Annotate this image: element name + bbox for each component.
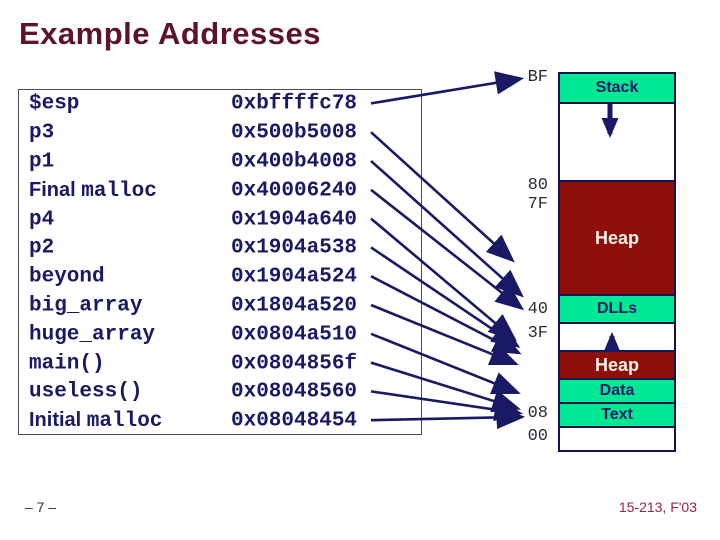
row-label-code-part: useless() bbox=[29, 380, 143, 404]
map-side-label: BF bbox=[527, 68, 548, 87]
row-label: main() bbox=[29, 352, 105, 375]
map-section-bottom bbox=[560, 426, 674, 450]
row-label: beyond bbox=[29, 266, 105, 289]
footer-course-label: 15-213, F'03 bbox=[618, 499, 697, 515]
row-address: 0x1804a520 bbox=[231, 294, 358, 318]
map-side-label: 7F bbox=[527, 195, 548, 214]
row-address: 0xbffffc78 bbox=[231, 92, 358, 116]
row-label: p3 bbox=[29, 122, 54, 145]
page-title: Example Addresses bbox=[19, 16, 322, 51]
row-label: p2 bbox=[29, 237, 54, 260]
row-label: $esp bbox=[29, 93, 79, 116]
table-row: beyond 0x1904a524 bbox=[19, 263, 421, 292]
row-label-code-part: big_array bbox=[29, 294, 143, 318]
map-section-label: Stack bbox=[595, 79, 639, 96]
row-label-code-part: main() bbox=[29, 352, 105, 376]
row-label: useless() bbox=[29, 381, 142, 404]
row-label: huge_array bbox=[29, 323, 155, 346]
row-address: 0x400b4008 bbox=[231, 150, 358, 174]
map-section-stack-growth bbox=[560, 102, 674, 180]
table-row: p1 0x400b4008 bbox=[19, 148, 421, 177]
map-section-label: Heap bbox=[594, 354, 639, 375]
row-address: 0x40006240 bbox=[231, 179, 358, 203]
map-section-stack: Stack bbox=[560, 74, 674, 102]
map-side-label: 40 bbox=[527, 300, 548, 319]
map-section-label: Data bbox=[599, 382, 635, 399]
row-label-code-part: malloc bbox=[86, 410, 163, 434]
footer-page-number: – 7 – bbox=[25, 499, 57, 515]
row-address: 0x500b5008 bbox=[231, 121, 358, 145]
row-label: big_array bbox=[29, 294, 142, 317]
row-label-code-part: p2 bbox=[29, 236, 55, 260]
row-label-code-part: p3 bbox=[29, 121, 55, 145]
map-section-text: Text bbox=[560, 402, 674, 426]
row-label-code-part: $esp bbox=[29, 92, 80, 116]
row-label-code-part: beyond bbox=[29, 265, 105, 289]
row-address: 0x0804856f bbox=[231, 352, 358, 376]
row-address: 0x1904a640 bbox=[231, 208, 358, 232]
map-side-label: 80 bbox=[527, 176, 548, 195]
row-label-plain-part: Final bbox=[29, 178, 82, 201]
row-label: Final malloc bbox=[29, 179, 157, 203]
row-address: 0x08048560 bbox=[231, 380, 358, 404]
table-row: main() 0x0804856f bbox=[19, 349, 421, 378]
table-row: $esp 0xbffffc78 bbox=[19, 90, 421, 119]
map-section-label: DLLs bbox=[597, 300, 637, 317]
row-label-code-part: p4 bbox=[29, 208, 55, 232]
row-address: 0x08048454 bbox=[231, 409, 358, 433]
table-row: useless() 0x08048560 bbox=[19, 378, 421, 407]
row-label: p4 bbox=[29, 208, 54, 231]
map-section-heap-lower: Heap bbox=[560, 350, 674, 378]
table-row: Initial malloc 0x08048454 bbox=[19, 407, 421, 436]
map-side-label: 3F bbox=[527, 324, 548, 343]
row-label-code-part: huge_array bbox=[29, 323, 156, 347]
table-row: p3 0x500b5008 bbox=[19, 119, 421, 148]
row-label-code-part: malloc bbox=[81, 179, 157, 203]
row-address: 0x1904a524 bbox=[231, 265, 358, 289]
row-address: 0x0804a510 bbox=[231, 323, 358, 347]
map-section-label: Heap bbox=[594, 227, 639, 248]
table-row: p4 0x1904a640 bbox=[19, 205, 421, 234]
row-address: 0x1904a538 bbox=[231, 236, 358, 260]
table-row: p2 0x1904a538 bbox=[19, 234, 421, 263]
table-row: big_array 0x1804a520 bbox=[19, 292, 421, 321]
row-label-code-part: p1 bbox=[29, 150, 55, 174]
map-side-label: 00 bbox=[527, 427, 548, 446]
table-row: Final malloc 0x40006240 bbox=[19, 176, 421, 205]
row-label: Initial malloc bbox=[29, 409, 162, 433]
map-section-label: Text bbox=[601, 406, 633, 423]
map-section-heap-growth bbox=[560, 322, 674, 350]
row-label: p1 bbox=[29, 150, 54, 173]
map-side-label: 08 bbox=[527, 404, 548, 423]
map-section-dlls: DLLs bbox=[560, 294, 674, 322]
map-section-data: Data bbox=[560, 378, 674, 402]
table-row: huge_array 0x0804a510 bbox=[19, 320, 421, 349]
map-section-heap-upper: Heap bbox=[560, 180, 674, 294]
row-label-plain-part: Initial bbox=[29, 409, 87, 432]
